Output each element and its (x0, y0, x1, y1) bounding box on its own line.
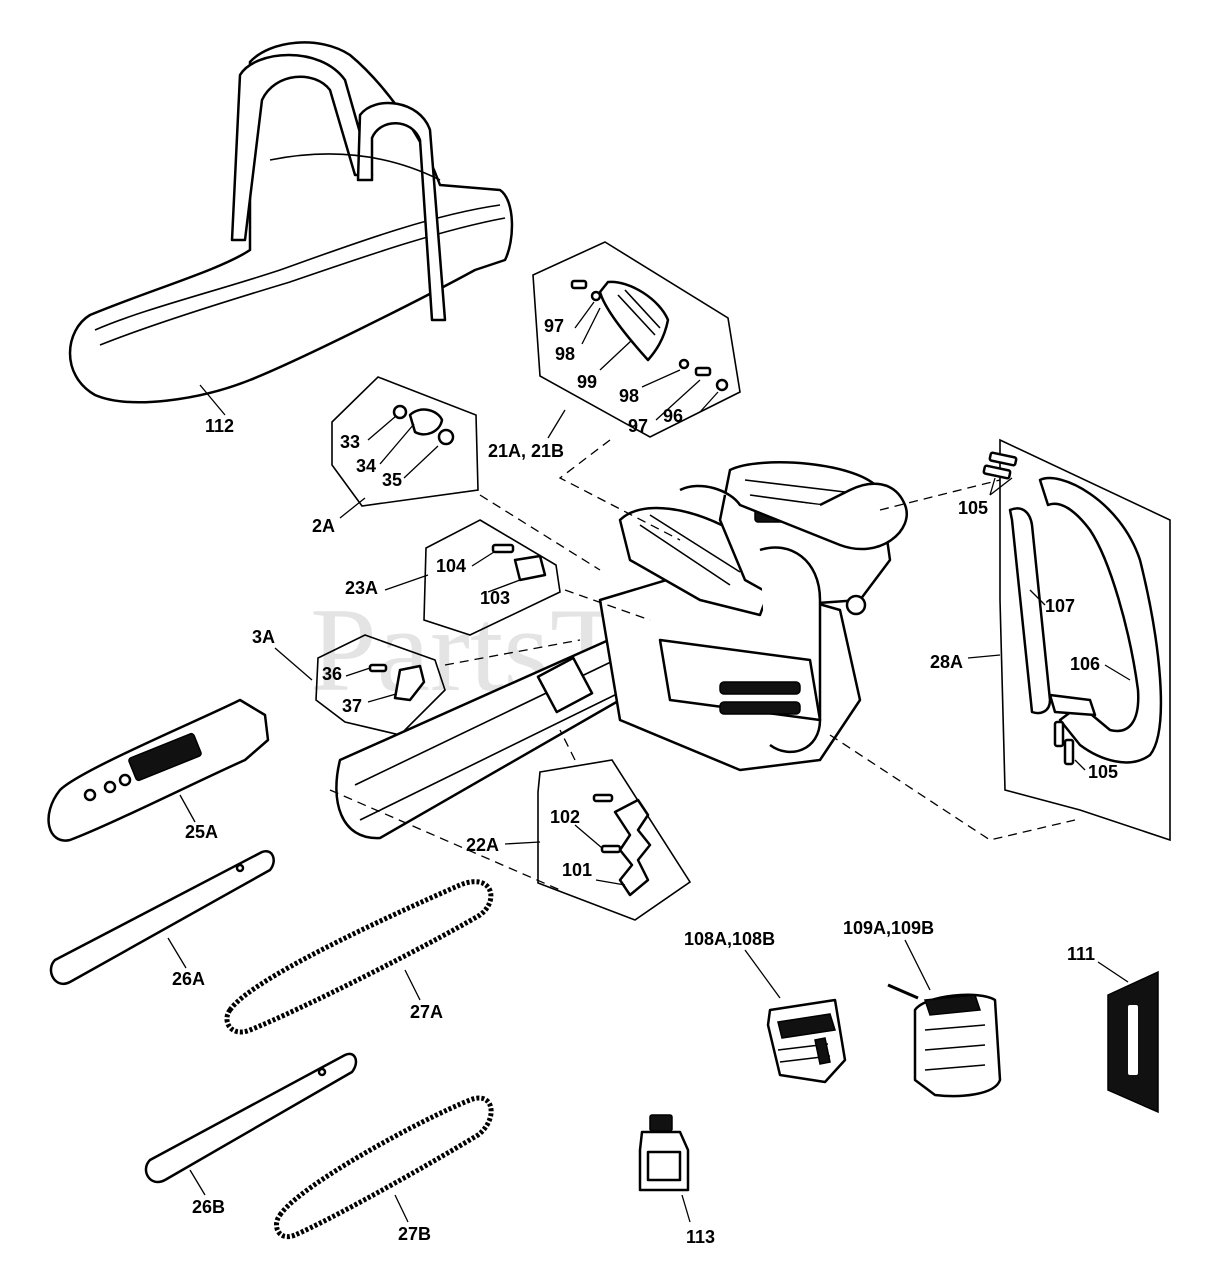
callout-105-top: 105 (958, 498, 988, 518)
callout-26a: 26A (172, 969, 205, 989)
callout-96: 96 (663, 406, 683, 426)
chainsaw-body (335, 461, 908, 840)
saw-chain-27a: 27A (224, 879, 494, 1035)
callout-37: 37 (342, 696, 362, 716)
group-22a: 102 101 22A (466, 759, 692, 921)
assembly-dashed-lines (329, 439, 1076, 891)
callout-108: 108A,108B (684, 929, 775, 949)
callout-99: 99 (577, 372, 597, 392)
saw-chain-27b: 27B (274, 1095, 494, 1244)
callout-36: 36 (322, 664, 342, 684)
callout-97-top: 97 (544, 316, 564, 336)
callout-34: 34 (356, 456, 376, 476)
callout-113: 113 (686, 1227, 715, 1247)
callout-27b: 27B (398, 1224, 431, 1244)
callout-23a: 23A (345, 578, 378, 598)
callout-22a: 22A (466, 835, 499, 855)
callout-26b: 26B (192, 1197, 225, 1217)
callout-103: 103 (480, 588, 510, 608)
bar-cover-25a: 25A (47, 698, 270, 842)
callout-98-top: 98 (555, 344, 575, 364)
callout-107: 107 (1045, 596, 1075, 616)
callout-21a-21b: 21A, 21B (488, 441, 564, 461)
callout-33: 33 (340, 432, 360, 452)
callout-109: 109A,109B (843, 918, 934, 938)
callout-28a: 28A (930, 652, 963, 672)
callout-101: 101 (562, 860, 592, 880)
callout-2a: 2A (312, 516, 335, 536)
carrying-case: 112 (68, 41, 514, 436)
group-21a-21b: 97 98 99 98 97 96 21A, 21B (488, 241, 741, 461)
manual-111: 111 (1067, 944, 1159, 1114)
charger-109: 109A,109B (843, 918, 1002, 1098)
callout-97-bottom: 97 (628, 416, 648, 436)
battery-108: 108A,108B (684, 929, 847, 1084)
callout-102: 102 (550, 807, 580, 827)
callout-35: 35 (382, 470, 402, 490)
callout-98-bottom: 98 (619, 386, 639, 406)
group-2a: 33 34 35 2A (312, 376, 479, 536)
group-28a: 105 107 106 105 28A (930, 438, 1171, 842)
callout-105-bottom: 105 (1088, 762, 1118, 782)
guide-bar-26a: 26A (49, 849, 275, 989)
callout-111: 111 (1067, 944, 1095, 964)
group-23a: 104 103 23A (345, 519, 561, 636)
oil-bottle-113: 113 (638, 1114, 715, 1247)
callout-106: 106 (1070, 654, 1100, 674)
callout-104: 104 (436, 556, 466, 576)
callout-25a: 25A (185, 822, 218, 842)
guide-bar-26b: 26B (144, 1052, 358, 1217)
callout-112: 112 (205, 416, 234, 436)
callout-27a: 27A (410, 1002, 443, 1022)
callout-3a: 3A (252, 627, 275, 647)
group-3a: 36 37 3A (252, 627, 446, 736)
